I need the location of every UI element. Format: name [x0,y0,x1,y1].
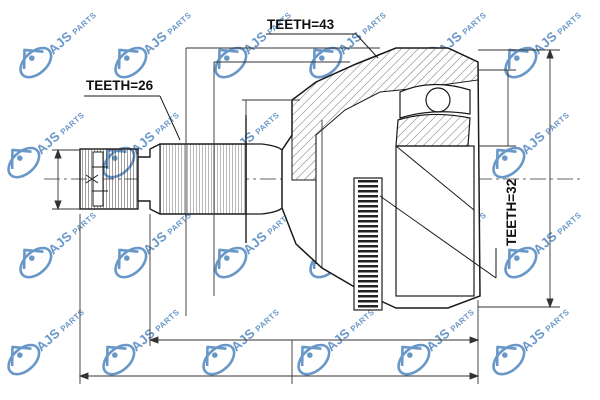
ajs-parts-logo-text: AJSPARTS [335,7,389,58]
teeth-26-label: TEETH=26 [86,78,154,93]
ajs-parts-logo: AJSPARTS [9,7,99,85]
ajs-parts-logo-text: AJSPARTS [323,304,377,355]
ajs-parts-logo-text: AJSPARTS [128,304,182,355]
ajs-parts-logo-text: AJSPARTS [518,107,572,158]
ajs-parts-logo-text: AJSPARTS [45,207,99,258]
ajs-parts-logo: AJSPARTS [204,10,293,85]
ajs-parts-logo-text: AJSPARTS [530,207,584,258]
abs-tone-ring [353,177,383,311]
ajs-parts-logo-text: AJSPARTS [45,7,99,58]
threaded-end [79,148,139,210]
teeth-32-callout: TEETH=32 [379,179,519,279]
dimension-lines [52,47,560,384]
ajs-parts-logo: AJSPARTS [192,304,282,382]
ajs-parts-logo-text: AJSPARTS [228,304,282,355]
ajs-parts-logo: AJSPARTS [0,110,86,185]
ajs-parts-logo: AJSPARTS [482,304,572,382]
ajs-parts-logo-text: AJSPARTS [518,304,572,355]
ajs-parts-logo: AJSPARTS [92,304,182,382]
ajs-parts-logo: AJSPARTS [104,10,193,85]
ajs-parts-logo-text: AJSPARTS [33,304,87,355]
teeth-43-callout: TEETH=43 [266,17,379,59]
spline-shaft [137,115,283,243]
teeth-43-label: TEETH=43 [267,17,335,32]
teeth-26-callout: TEETH=26 [84,78,181,141]
ajs-parts-logo-text: AJSPARTS [423,304,477,355]
ajs-parts-logo: AJSPARTS [482,107,572,185]
ajs-parts-logo: AJSPARTS [9,207,99,285]
teeth-32-label: TEETH=32 [504,179,519,246]
ajs-parts-logo: AJSPARTS [0,304,87,382]
